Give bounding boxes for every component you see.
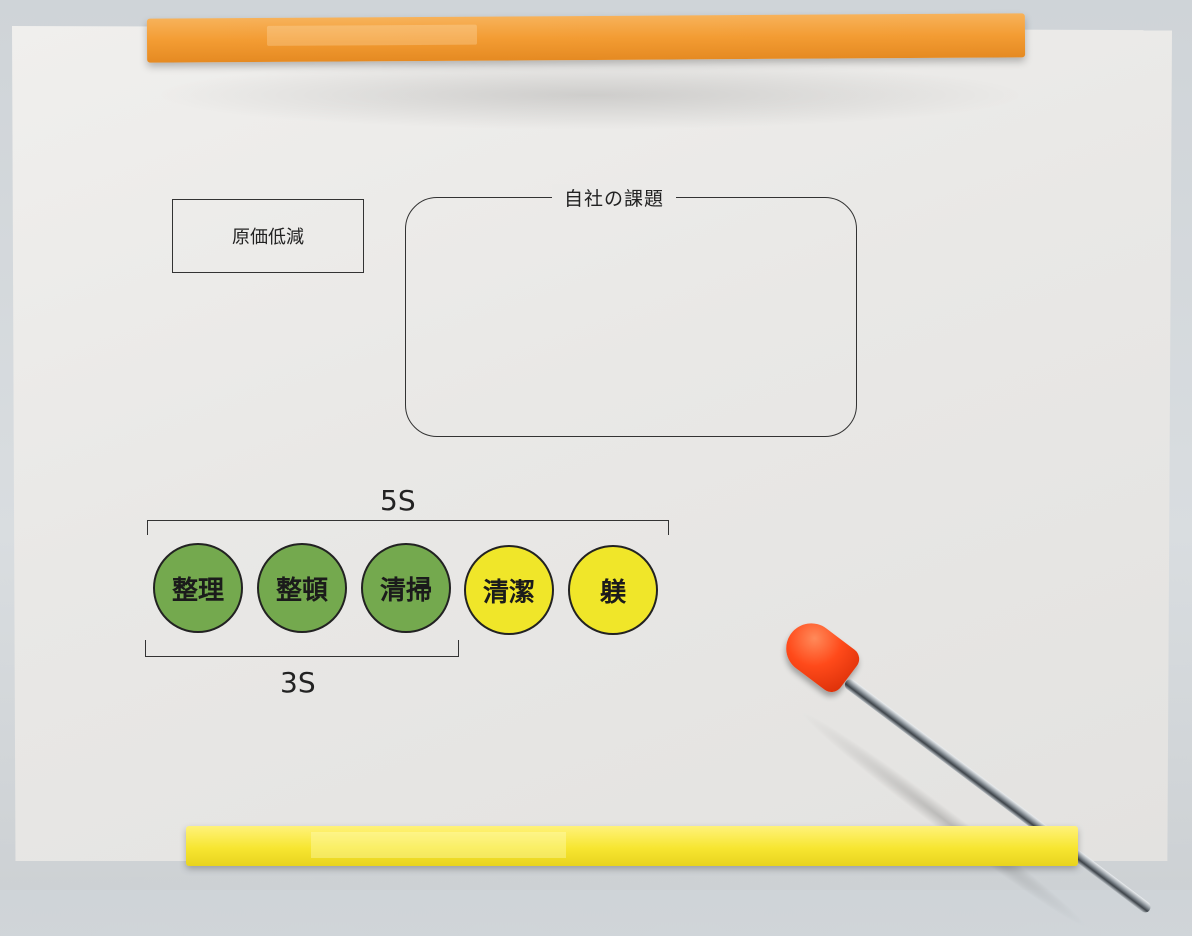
bracket-3s: [145, 640, 459, 657]
circle-label: 整頓: [275, 575, 328, 606]
paper-sheet: [12, 26, 1172, 861]
photo-scene: 原価低減 自社の課題 5S 整理 整頓 清掃 清潔 躾 3S: [12, 13, 1172, 936]
company-issue-frame: [405, 197, 857, 437]
company-issue-title: 自社の課題: [552, 184, 677, 211]
circle-seisou: 清掃: [361, 543, 451, 633]
circle-label: 清掃: [379, 575, 432, 606]
circle-seiri: 整理: [153, 543, 243, 633]
circle-label: 整理: [171, 575, 224, 606]
bracket-5s: [147, 520, 669, 535]
circle-seiketsu: 清潔: [464, 545, 554, 635]
tape-strip: [311, 832, 566, 858]
tape-strip: [266, 24, 478, 46]
cost-reduction-box: 原価低減: [172, 199, 364, 273]
orange-magnet-bar: [146, 13, 1026, 63]
magnet-shadow: [150, 60, 1030, 130]
circle-label: 清潔: [482, 577, 535, 608]
cost-reduction-label: 原価低減: [232, 227, 304, 248]
label-3s: 3S: [280, 666, 316, 699]
yellow-magnet-bar: [186, 826, 1078, 866]
circle-seiton: 整頓: [257, 543, 347, 633]
circle-label: 躾: [599, 577, 626, 608]
circle-shitsuke: 躾: [568, 545, 658, 635]
label-5s: 5S: [380, 484, 416, 517]
